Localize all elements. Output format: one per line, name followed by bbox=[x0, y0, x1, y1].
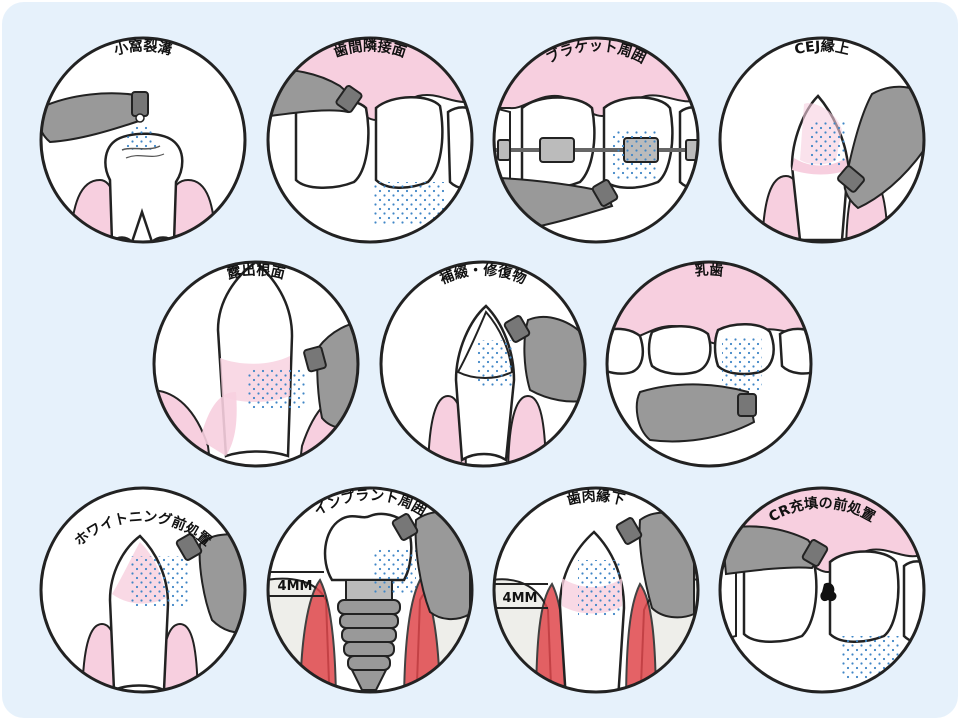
illustration-interproximal bbox=[266, 36, 474, 244]
depth-label-subgingival: 4MM bbox=[503, 591, 538, 606]
illustration-primary-teeth bbox=[605, 260, 813, 468]
illustration-exposed-root bbox=[152, 260, 360, 468]
illustration-around-brackets bbox=[492, 36, 700, 244]
illustration-peri-implant bbox=[266, 486, 474, 694]
illustration-supragingival-cej bbox=[718, 36, 926, 244]
label-interproximal: 歯間隣接面 bbox=[332, 38, 408, 61]
illustration-prosthesis-restoration bbox=[379, 260, 587, 468]
illustration-subgingival bbox=[492, 486, 700, 694]
depth-label-implant: 4MM bbox=[278, 579, 313, 594]
illustration-whitening-pretreatment bbox=[39, 486, 247, 694]
illustration-cr-filling-pretreatment bbox=[718, 486, 926, 694]
illustration-pits-fissures bbox=[39, 36, 247, 244]
